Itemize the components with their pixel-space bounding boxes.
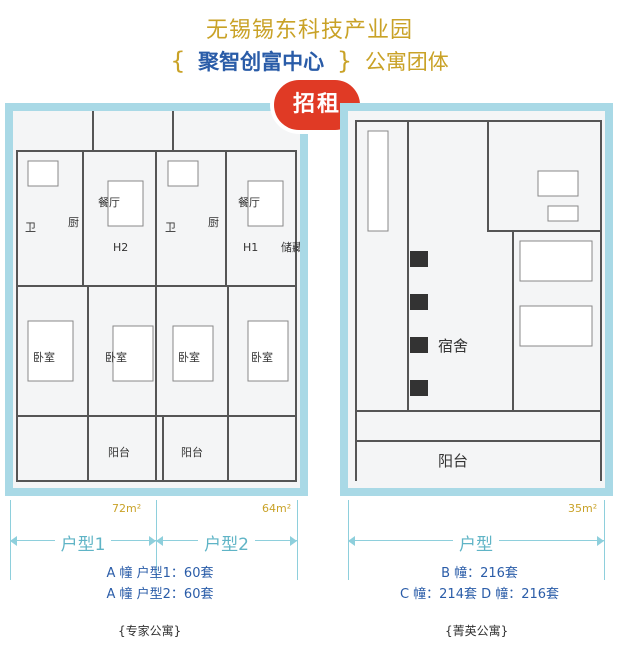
plan-label: 卧室 [105, 350, 127, 364]
left-info: A 幢 户型1：60套 A 幢 户型2：60套 [10, 563, 310, 605]
info-line: A 幢 户型2：60套 [106, 587, 214, 602]
plan-label: 餐厅 [98, 195, 120, 209]
dim-tick [604, 500, 605, 580]
plan-label: 卧室 [251, 350, 273, 364]
plan-label: H2 [113, 241, 128, 254]
dim-type2: 户型2 [156, 530, 297, 555]
floorplan-right: 宿舍 阳台 [348, 111, 605, 488]
plan-label: 餐厅 [238, 195, 260, 209]
category-expert: {专家公寓} [118, 624, 182, 638]
plan-label: 阳台 [181, 445, 203, 459]
plan-label: 卫 [165, 221, 176, 234]
plan-label: H1 [243, 241, 258, 254]
category-elite: {菁英公寓} [445, 624, 509, 638]
page-title: 无锡锡东科技产业园 [205, 18, 413, 43]
floorplan-left: 厨 餐厅 卧室 卧室 阳台 卫 餐厅 厨 卫 H2 H1 储藏 卧室 卧室 阳台 [13, 111, 303, 488]
page-subtitle: { 聚智创富中心 } 公寓团体 [0, 46, 619, 76]
info-line: B 幢：216套 [441, 566, 518, 581]
plan-label: 储藏 [281, 240, 300, 254]
plan-label: 厨 [208, 216, 219, 229]
brace-close: } [336, 47, 353, 75]
dim-type1: 户型1 [10, 530, 156, 555]
subtitle-rest: 公寓团体 [364, 50, 449, 74]
right-info: B 幢：216套 C 幢：214套 D 幢：216套 [340, 563, 619, 605]
area-type1: 72m² [112, 502, 142, 515]
type2-label: 户型2 [198, 535, 255, 555]
brace-open: { [170, 47, 186, 75]
type1-label: 户型1 [54, 535, 112, 555]
plan-label: 阳台 [438, 452, 468, 470]
plan-label: 卧室 [33, 350, 55, 364]
dim-tick [297, 500, 298, 580]
dorm-type-label: 户型 [453, 535, 499, 555]
plan-label: 卧室 [178, 350, 200, 364]
floorplan-left-frame: 厨 餐厅 卧室 卧室 阳台 卫 餐厅 厨 卫 H2 H1 储藏 卧室 卧室 阳台 [5, 103, 308, 496]
plan-label: 宿舍 [438, 337, 468, 355]
area-dorm: 35m² [568, 502, 598, 515]
info-line: A 幢 户型1：60套 [106, 566, 214, 581]
area-type2: 64m² [262, 502, 292, 515]
info-line: C 幢：214套 D 幢：216套 [399, 587, 560, 602]
floorplan-right-frame: 宿舍 阳台 [340, 103, 613, 496]
plan-label: 阳台 [108, 445, 130, 459]
dim-dorm: 户型 [348, 530, 604, 555]
plan-label: 卫 [25, 221, 36, 234]
plan-label: 厨 [68, 216, 79, 229]
subtitle-center: 聚智创富中心 [198, 50, 325, 74]
